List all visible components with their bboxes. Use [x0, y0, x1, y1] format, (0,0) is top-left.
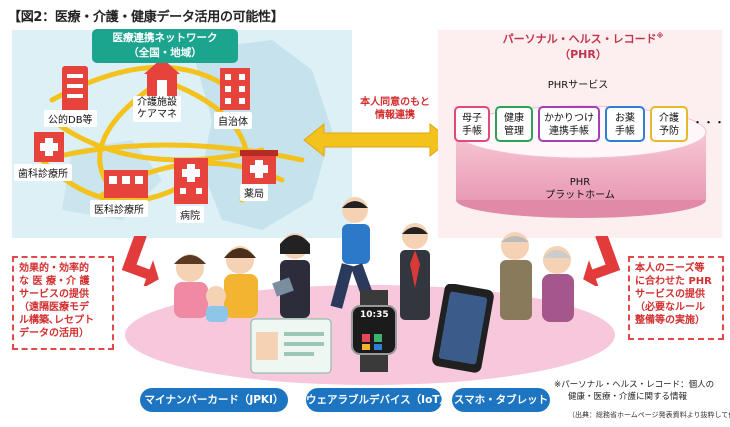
family-figures	[174, 246, 258, 322]
phr-platform-label: PHR プラットホーム	[530, 176, 630, 202]
right-benefit-line: （必要なルール	[635, 302, 705, 313]
pharmacy-icon	[240, 150, 278, 184]
service-label-line1: お薬	[615, 113, 635, 124]
phr-header-mark: ※	[656, 32, 664, 40]
businessman-figure	[400, 223, 430, 320]
phr-platform-line2: プラットホーム	[545, 190, 615, 201]
right-benefit-line: 本人のニーズ等	[635, 263, 705, 274]
figure-title: 【図2：医療・介護・健康データ活用の可能性】	[8, 10, 284, 25]
label-care-facility-line1: 介護施設	[137, 97, 177, 108]
service-label-line1: 健康	[504, 113, 524, 124]
label-municipality: 自治体	[214, 112, 252, 129]
municipality-icon	[220, 68, 250, 110]
public-db-icon	[62, 66, 88, 116]
right-benefit-box: 本人のニーズ等 に合わせた PHR サービスの提供 （必要なルール 整備等の実施…	[628, 256, 724, 340]
woman-with-tablet-figure	[272, 233, 310, 318]
label-care-facility-line2: ケアマネ	[137, 109, 177, 120]
right-benefit-line: に合わせた PHR	[635, 276, 712, 287]
smartphone-tablet-label: スマホ・タブレット	[452, 388, 550, 412]
left-down-arrow	[121, 236, 159, 286]
service-label-line2: 手帳	[462, 126, 482, 137]
left-benefit-line: な 医 療・介 護	[19, 276, 90, 287]
footnote-source: （出典：総務省ホームページ発表資料より抜粋して作成）	[568, 411, 730, 419]
dental-clinic-icon	[34, 132, 64, 162]
service-label-line1: かかりつけ	[543, 113, 595, 124]
label-clinic: 医科診療所	[90, 200, 148, 217]
phr-header: パーソナル・ヘルス・レコード※ （PHR）	[498, 29, 668, 61]
consent-line2: 情報連携	[375, 110, 415, 121]
left-benefit-box: 効果的・効率的 な 医 療・介 護 サービスの提供 （遠隔医療モデ ル構築､レセ…	[12, 256, 114, 350]
consent-arrow	[303, 122, 451, 158]
label-dental: 歯科診療所	[14, 164, 72, 181]
consent-text: 本人同意のもと 情報連携	[356, 96, 434, 122]
network-header-title: 医療連携ネットワーク	[112, 32, 218, 44]
label-care-facility: 介護施設 ケアマネ	[133, 96, 181, 122]
right-down-arrow	[583, 236, 621, 286]
service-label-line1: 母子	[462, 113, 482, 124]
left-benefit-line: ル構築､レセプト	[19, 315, 94, 326]
smartwatch-icon	[351, 290, 397, 372]
network-header: 医療連携ネットワーク （全国・地域）	[92, 29, 238, 63]
consent-line1: 本人同意のもと	[360, 97, 430, 108]
service-label-line2: 連携手帳	[549, 126, 589, 137]
mynumber-card-icon	[250, 318, 332, 374]
service-label-line2: 管理	[504, 126, 524, 137]
service-label-line2: 予防	[659, 126, 679, 137]
smartphone-icon	[432, 284, 494, 373]
left-benefit-line: （遠隔医療モデ	[19, 302, 89, 313]
service-family-doctor-handbook: かかりつけ 連携手帳	[538, 106, 600, 142]
running-man-figure	[330, 197, 378, 309]
medical-clinic-icon	[104, 170, 148, 198]
people-illustration	[174, 197, 574, 322]
left-benefit-line: データの活用）	[19, 328, 89, 339]
phr-services-title: PHRサービス	[547, 80, 609, 91]
watch-time: 10:35	[360, 310, 389, 320]
label-public-db: 公的DB等	[44, 110, 97, 127]
network-header-subtitle: （全国・地域）	[128, 47, 202, 59]
hospital-icon	[174, 158, 208, 204]
wearable-device-label: ウェアラブルデバイス（IoT）	[306, 388, 450, 412]
service-label-line2: 手帳	[615, 126, 635, 137]
left-benefit-line: 効果的・効率的	[19, 263, 89, 274]
service-health-management: 健康 管理	[495, 106, 533, 142]
services-more: ・・・	[692, 116, 725, 129]
right-benefit-line: サービスの提供	[635, 289, 705, 300]
phr-header-title: パーソナル・ヘルス・レコード	[502, 32, 657, 46]
mynumber-card-label: マイナンバーカード（JPKI）	[140, 388, 288, 412]
label-hospital: 病院	[176, 206, 204, 223]
service-maternity-handbook: 母子 手帳	[454, 106, 490, 142]
service-medicine-handbook: お薬 手帳	[605, 106, 645, 142]
footnote-line2: 健康・医療・介護に関する情報	[568, 392, 688, 402]
phr-platform-line1: PHR	[569, 177, 591, 188]
phr-header-subtitle: （PHR）	[559, 47, 607, 61]
footnote-line1: ※パーソナル・ヘルス・レコード：個人の	[554, 380, 715, 390]
left-benefit-line: サービスの提供	[19, 289, 89, 300]
phr-header-line1-wrap: パーソナル・ヘルス・レコード※	[498, 29, 668, 47]
label-pharmacy: 薬局	[240, 184, 268, 201]
right-benefit-line: 整備等の実施）	[635, 315, 705, 326]
service-care-prevention: 介護 予防	[650, 106, 688, 142]
care-facility-icon	[144, 58, 180, 96]
service-label-line1: 介護	[659, 113, 679, 124]
elderly-couple-figures	[500, 232, 574, 322]
